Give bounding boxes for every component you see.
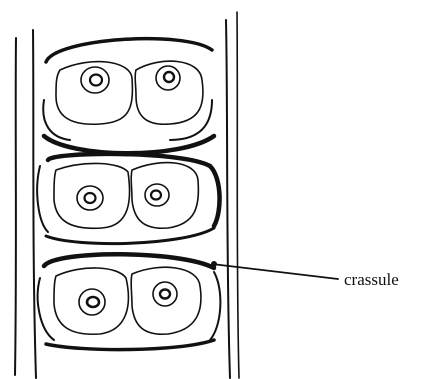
nucleus-1a-outer	[81, 67, 109, 93]
left-wall-inner	[33, 30, 36, 378]
cell-2b	[131, 163, 198, 229]
crassula-3	[44, 254, 214, 268]
nucleus-3a-outer	[79, 289, 105, 315]
leader-dot	[211, 261, 217, 267]
cell-3b	[131, 267, 201, 334]
nucleus-3a-inner	[87, 297, 99, 307]
pit-border-1	[46, 39, 212, 62]
nucleus-1a-inner	[90, 75, 102, 86]
crassula-1	[44, 136, 214, 153]
pit-unit-3	[38, 254, 221, 349]
pit-unit-2	[37, 154, 219, 244]
leader-line	[212, 264, 338, 279]
nucleus-3b-inner	[160, 290, 170, 299]
pit-border-3-bottom	[46, 340, 214, 350]
nucleus-2b-outer	[145, 184, 169, 206]
nucleus-3b-outer	[153, 282, 177, 306]
cell-3a	[54, 268, 128, 334]
pit-unit-1	[43, 39, 214, 154]
cell-1b	[135, 61, 203, 124]
crassula-2	[46, 228, 214, 244]
left-wall-outer	[15, 38, 16, 375]
crassule-label: crassule	[344, 270, 399, 290]
right-wall-outer	[237, 12, 239, 378]
nucleus-1b-inner	[164, 72, 174, 82]
cell-2a	[54, 163, 130, 228]
right-wall-inner	[226, 20, 230, 378]
nucleus-2b-inner	[151, 191, 161, 200]
nucleus-2a-outer	[77, 186, 103, 210]
nucleus-2a-inner	[85, 193, 96, 203]
nucleus-1b-outer	[156, 66, 180, 90]
